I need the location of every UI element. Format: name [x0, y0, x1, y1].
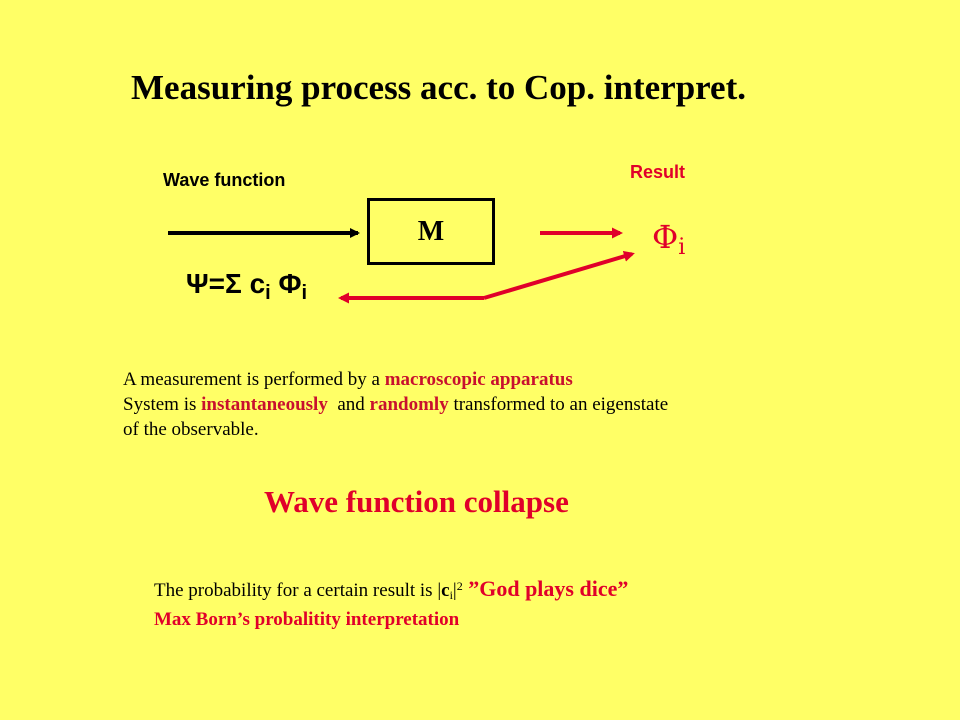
phi-symbol: Φ — [652, 218, 679, 256]
paragraph-line-3: of the observable. — [123, 419, 259, 440]
feedback-arrow-diagonal — [483, 251, 635, 300]
probability-line: The probability for a certain result is … — [154, 576, 628, 603]
result-eigenstate: Φi — [652, 218, 685, 260]
line2-text-start: System is — [123, 394, 202, 415]
macroscopic-apparatus-text: macroscopic apparatus — [384, 369, 573, 390]
collapse-heading: Wave function collapse — [264, 484, 569, 519]
psi-equation-start: Ψ=Σ c — [186, 268, 266, 299]
line1-text: A measurement is performed by a — [123, 369, 385, 390]
paragraph-line-1: A measurement is performed by a macrosco… — [123, 367, 668, 392]
coefficient-c: c — [441, 580, 450, 601]
abs-bar: | — [452, 580, 457, 601]
paragraph-line-2: System is instantaneously and randomly t… — [123, 392, 668, 417]
square-superscript: 2 — [456, 579, 463, 593]
god-plays-dice-quote: ”God plays dice” — [462, 576, 629, 601]
probability-text: The probability for a certain result is … — [154, 580, 442, 601]
line2-text-mid: and — [327, 394, 370, 415]
psi-subscript-1: i — [265, 282, 271, 304]
phi-subscript: i — [678, 235, 686, 260]
explanation-paragraph: A measurement is performed by a macrosco… — [123, 367, 668, 442]
slide-title: Measuring process acc. to Cop. interpret… — [131, 68, 746, 107]
coefficient-subscript: i — [449, 588, 453, 602]
measurement-box-label: M — [417, 215, 445, 247]
wave-function-label: Wave function — [163, 170, 286, 190]
measurement-box: M — [367, 198, 495, 265]
born-interpretation: Max Born’s probalitity interpretation — [154, 609, 460, 630]
psi-phi: Φ — [270, 268, 302, 299]
line2-text-end: transformed to an eigenstate — [448, 394, 669, 415]
randomly-text: randomly — [369, 394, 449, 415]
psi-subscript-2: i — [301, 282, 308, 304]
instantaneously-text: instantaneously — [201, 394, 328, 415]
superposition-equation: Ψ=Σ ci Φi — [186, 268, 307, 305]
result-label: Result — [630, 162, 686, 182]
